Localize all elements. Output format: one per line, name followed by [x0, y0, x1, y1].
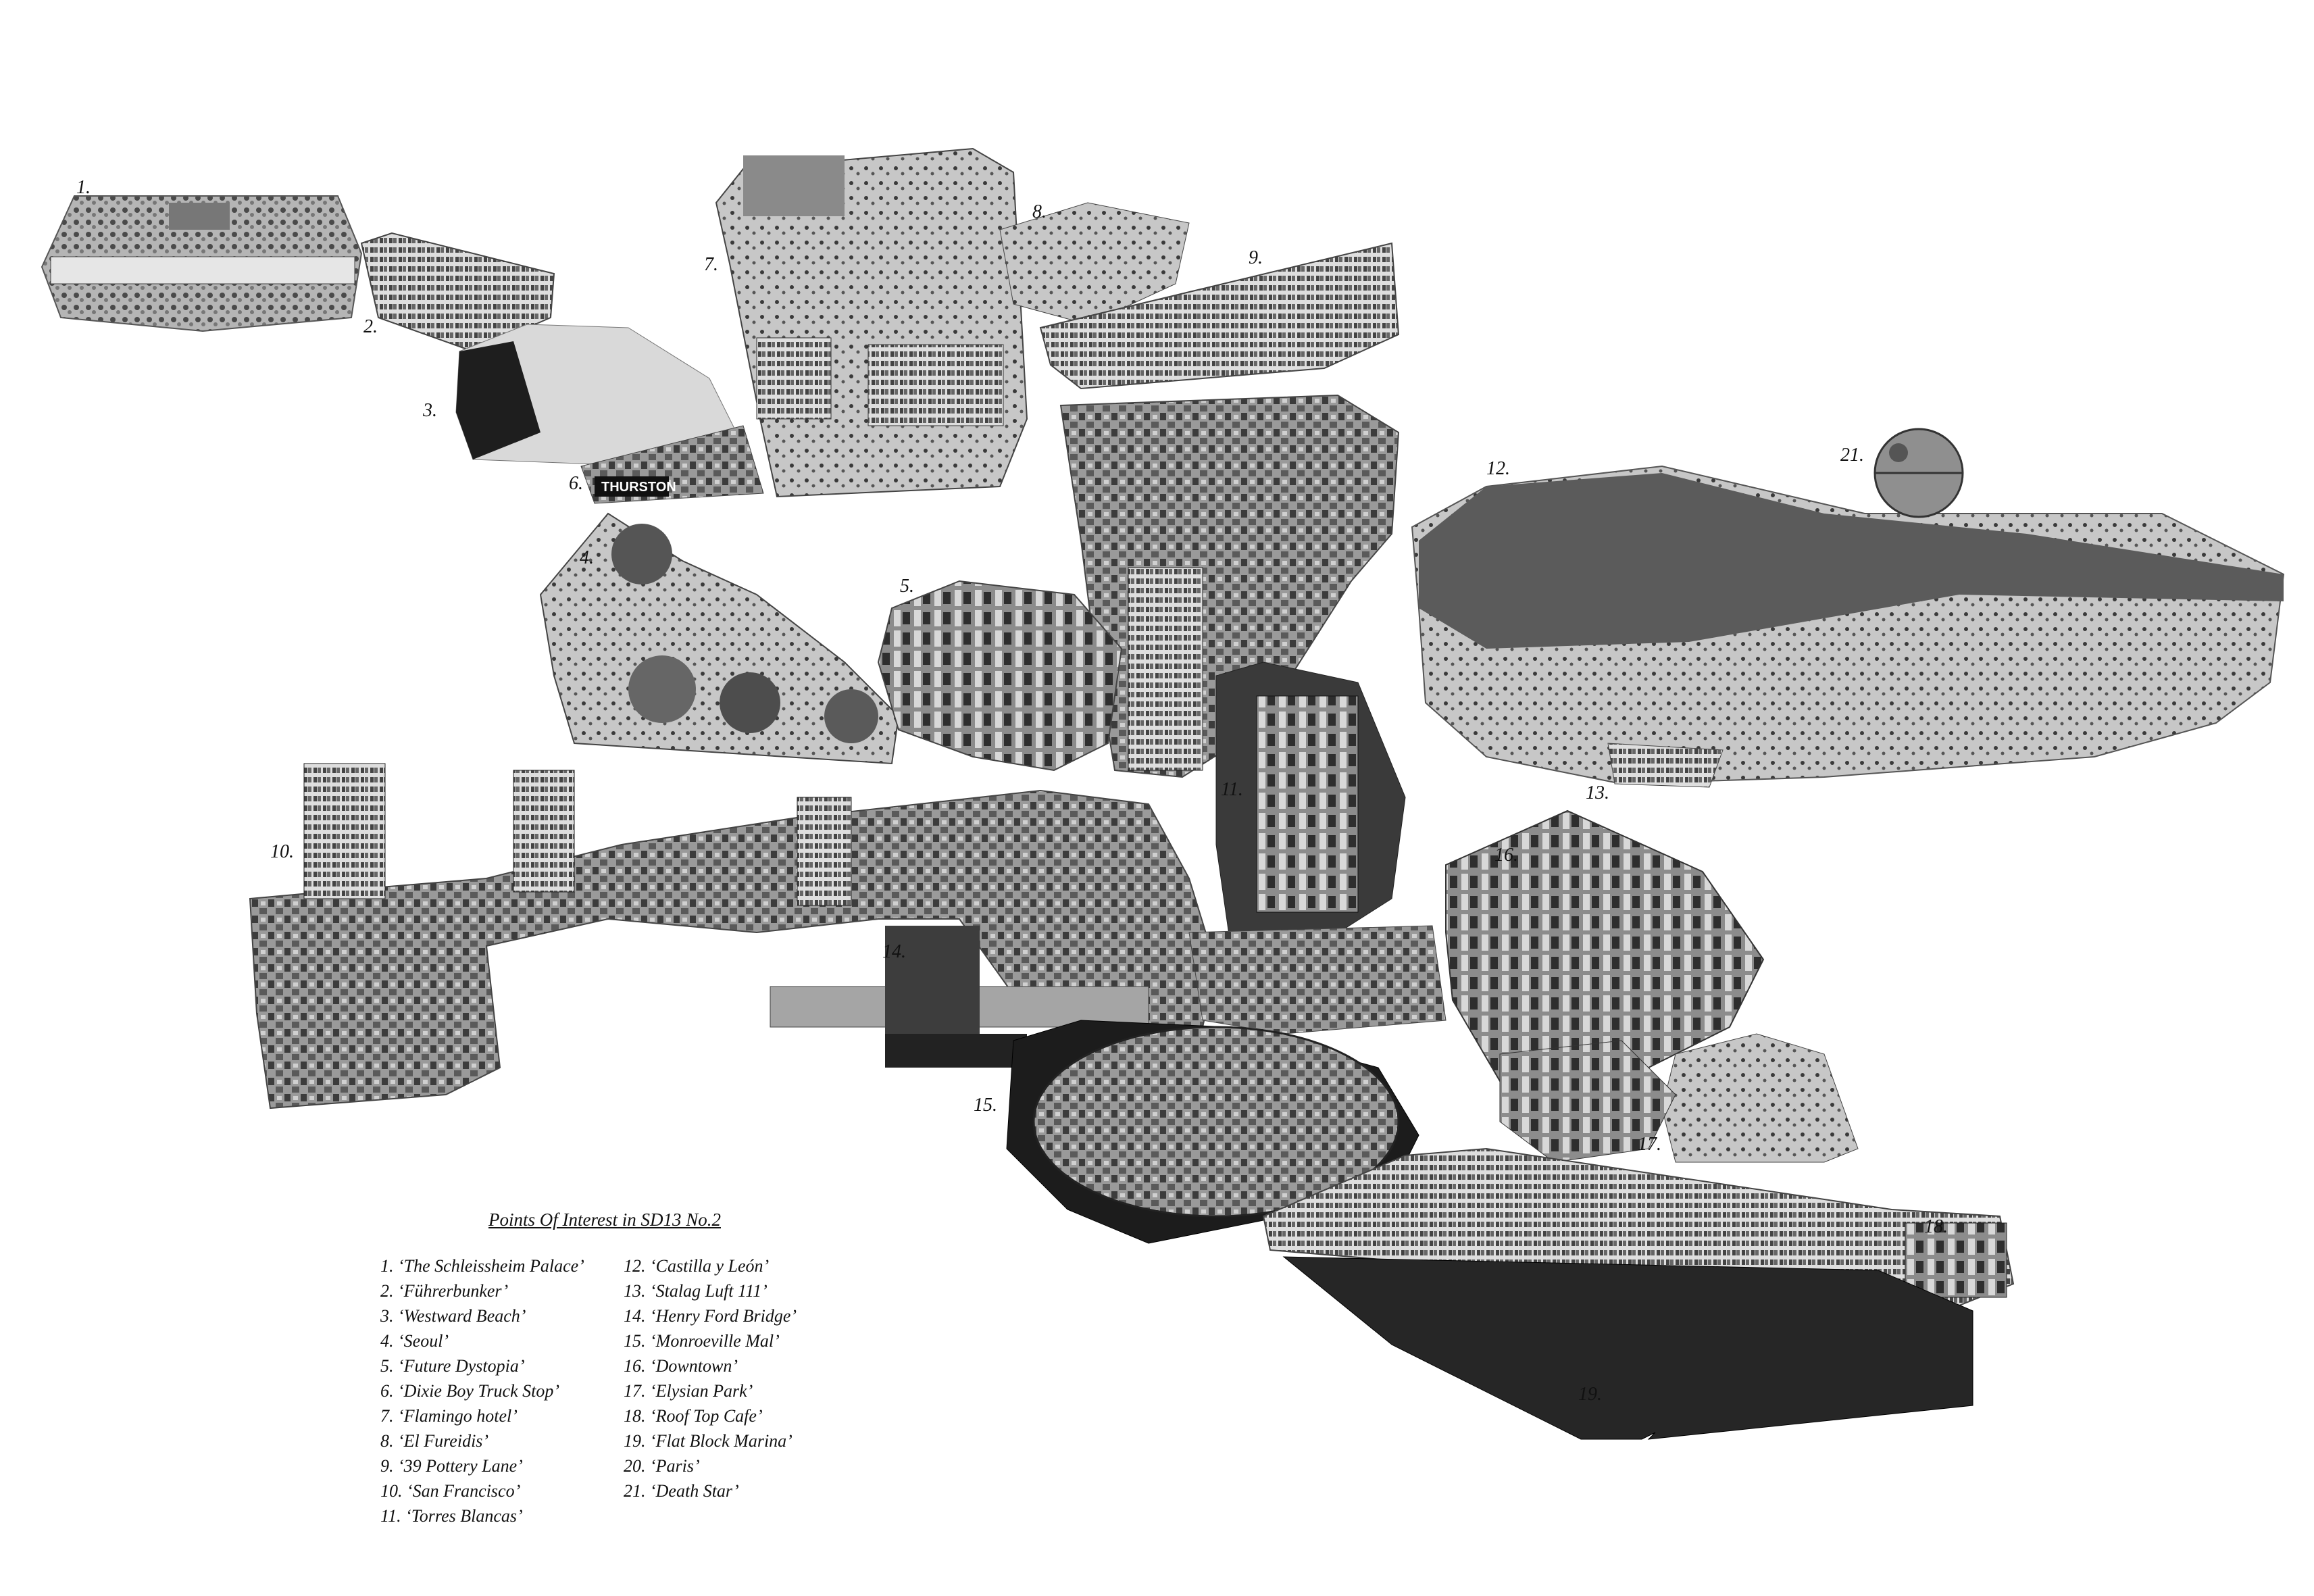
label-18: 18. — [1924, 1216, 1948, 1237]
truck-stop-sign-text: THURSTON — [601, 480, 676, 495]
mall-image — [1006, 1020, 1419, 1244]
torres-blancas-image — [1215, 662, 1406, 947]
legend-item: 8. ‘El Fureidis’ — [380, 1431, 489, 1451]
legend-item: 2. ‘Führerbunker’ — [380, 1281, 509, 1301]
label-19: 19. — [1578, 1384, 1602, 1405]
death-star-image — [1873, 428, 1964, 518]
legend-right-column: 12. ‘Castilla y León’ 13. ‘Stalag Luft 1… — [624, 1253, 840, 1528]
legend-item: 18. ‘Roof Top Cafe’ — [624, 1406, 763, 1426]
san-francisco-image — [249, 763, 1217, 1109]
legend-item: 3. ‘Westward Beach’ — [380, 1306, 526, 1326]
legend-item: 6. ‘Dixie Boy Truck Stop’ — [380, 1381, 559, 1401]
label-15: 15. — [974, 1095, 997, 1116]
legend-item: 7. ‘Flamingo hotel’ — [380, 1406, 518, 1426]
bridge-image — [770, 926, 1149, 1068]
connector-street-image — [1188, 925, 1447, 1034]
label-1: 1. — [76, 177, 91, 198]
label-21: 21. — [1840, 445, 1864, 466]
points-of-interest-legend: Points Of Interest in SD13 No.2 1. ‘The … — [380, 1210, 867, 1528]
legend-item: 20. ‘Paris’ — [624, 1456, 700, 1476]
marina-water-image — [1282, 1256, 1973, 1440]
el-fureidis-image — [999, 202, 1190, 325]
legend-item: 15. ‘Monroeville Mal’ — [624, 1331, 780, 1351]
legend-item: 19. ‘Flat Block Marina’ — [624, 1431, 793, 1451]
legend-title: Points Of Interest in SD13 No.2 — [488, 1210, 721, 1230]
legend-item: 5. ‘Future Dystopia’ — [380, 1356, 525, 1376]
label-2: 2. — [363, 316, 378, 337]
beach-image — [455, 324, 737, 467]
legend-item: 1. ‘The Schleissheim Palace’ — [380, 1256, 584, 1276]
castilla-landscape-image — [1411, 465, 2285, 785]
pottery-lane-image — [1039, 242, 1400, 390]
street-block-image — [1059, 394, 1400, 778]
label-5: 5. — [900, 576, 914, 597]
label-10: 10. — [270, 841, 294, 862]
legend-item: 10. ‘San Francisco’ — [380, 1481, 521, 1501]
label-11: 11. — [1221, 779, 1243, 800]
legend-item: 9. ‘39 Pottery Lane’ — [380, 1456, 523, 1476]
label-4: 4. — [580, 547, 594, 568]
label-13: 13. — [1586, 782, 1609, 803]
label-17: 17. — [1638, 1134, 1661, 1155]
label-14: 14. — [882, 941, 906, 962]
palace-image — [41, 195, 363, 332]
dystopia-image — [877, 580, 1123, 772]
legend-item: 21. ‘Death Star’ — [624, 1481, 739, 1501]
label-3: 3. — [423, 400, 437, 421]
hotel-image — [715, 147, 1028, 498]
stalag-image — [1607, 743, 1724, 788]
legend-item: 16. ‘Downtown’ — [624, 1356, 738, 1376]
label-6: 6. — [569, 473, 583, 494]
label-12: 12. — [1486, 458, 1510, 479]
label-16: 16. — [1494, 845, 1518, 866]
legend-item: 13. ‘Stalag Luft 111’ — [624, 1281, 768, 1301]
label-9: 9. — [1249, 247, 1263, 268]
legend-item: 4. ‘Seoul’ — [380, 1331, 449, 1351]
legend-item: 11. ‘Torres Blancas’ — [380, 1506, 523, 1526]
truck-stop-image: THURSTON — [580, 425, 764, 504]
elysian-park-image — [1499, 1033, 1859, 1163]
seoul-image — [539, 512, 900, 765]
legend-left-column: 1. ‘The Schleissheim Palace’ 2. ‘Führerb… — [380, 1253, 624, 1528]
label-8: 8. — [1032, 201, 1047, 222]
truck-stop-sign — [595, 476, 669, 497]
bunker-image — [360, 232, 555, 353]
legend-item: 14. ‘Henry Ford Bridge’ — [624, 1306, 797, 1326]
legend-item: 17. ‘Elysian Park’ — [624, 1381, 753, 1401]
legend-item: 12. ‘Castilla y León’ — [624, 1256, 770, 1276]
label-7: 7. — [704, 254, 718, 275]
